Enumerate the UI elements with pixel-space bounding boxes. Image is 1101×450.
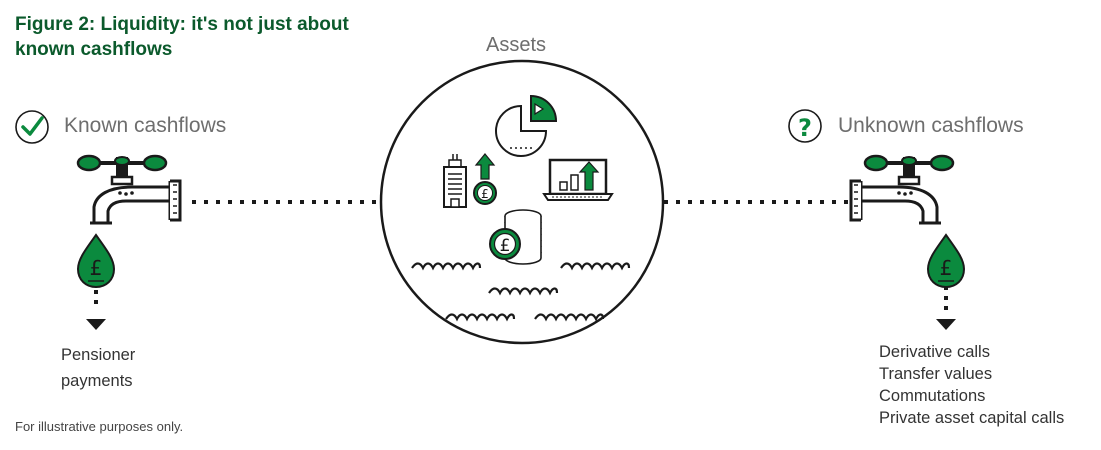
footnote: For illustrative purposes only.: [15, 419, 184, 434]
known-cashflows-label: Known cashflows: [64, 114, 227, 137]
svg-text:£: £: [481, 187, 489, 201]
coin-stack-icon: £: [489, 209, 542, 265]
list-item: Derivative calls: [879, 343, 990, 361]
building-icon: [443, 154, 467, 208]
list-item: payments: [61, 372, 133, 390]
unknown-outflows-list: Derivative calls Transfer values Commuta…: [879, 341, 1064, 429]
tap-icon: [849, 154, 955, 225]
list-item: Private asset capital calls: [879, 409, 1065, 427]
svg-text:£: £: [500, 236, 511, 256]
pound-drop-icon: [927, 234, 965, 288]
tap-icon: [76, 154, 182, 225]
down-arrow-icon: [86, 290, 106, 330]
laptop-chart-icon: [542, 158, 614, 201]
check-icon: [15, 110, 49, 144]
list-item: Commutations: [879, 387, 986, 405]
unknown-cashflows-label: Unknown cashflows: [838, 114, 1024, 137]
assets-label: Assets: [485, 34, 547, 56]
growth-arrow-icon: £: [473, 153, 497, 205]
svg-text:?: ?: [798, 114, 812, 142]
list-item: Transfer values: [879, 365, 993, 383]
known-outflows-list: Pensioner payments: [61, 342, 135, 394]
question-icon: ?: [788, 109, 822, 143]
assets-circle: [379, 59, 665, 345]
figure-title: Figure 2: Liquidity: it's not just about…: [15, 14, 349, 60]
pie-chart-icon: [495, 94, 558, 157]
down-arrow-icon: [936, 286, 956, 330]
pound-drop-icon: [77, 234, 115, 288]
list-item: Pensioner: [61, 346, 136, 364]
